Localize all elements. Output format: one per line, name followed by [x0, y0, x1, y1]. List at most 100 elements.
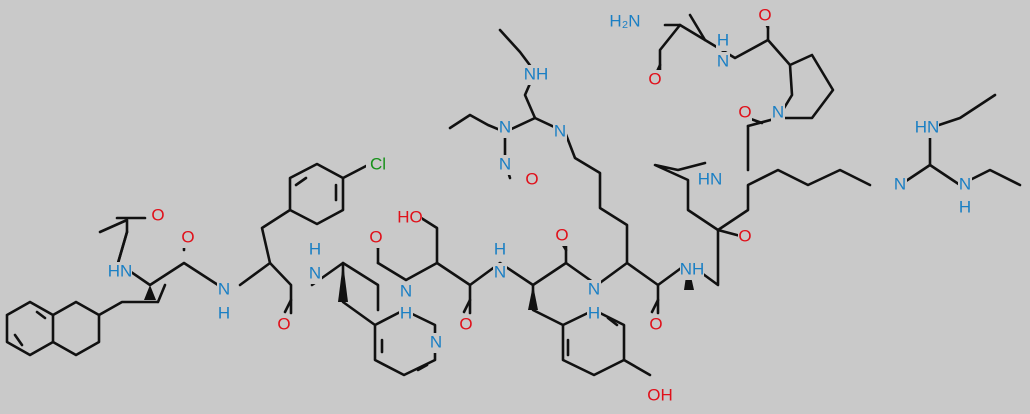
atom-label-nh-cpa-H: H — [218, 303, 230, 322]
atom-label-cpa-CO-O: O — [277, 314, 290, 333]
atom-label-nh-hlys-N: N — [588, 279, 600, 298]
double-bond-line — [650, 298, 660, 314]
bond-line — [448, 113, 537, 134]
atom-label-background — [181, 228, 195, 248]
stereo-wedge — [338, 263, 348, 302]
double-bond-line — [35, 310, 47, 320]
bond-line — [51, 300, 101, 357]
double-bond-line — [462, 298, 472, 314]
atom-label-background — [608, 12, 642, 32]
atom-label-ser-CO-O: O — [459, 314, 472, 333]
atom-label-background — [958, 198, 972, 218]
atom-label-nh-hlys-H: H — [588, 303, 600, 322]
atom-label-nh-leu: NH — [680, 259, 705, 278]
bond-line — [468, 261, 626, 377]
atom-label-background — [758, 6, 772, 26]
atom-label-background — [553, 122, 567, 142]
atom-label-background — [429, 333, 443, 353]
bond-line — [5, 300, 55, 357]
atom-label-background — [648, 70, 662, 90]
stereo-wedge — [528, 285, 538, 310]
atom-label-background — [716, 31, 730, 51]
atom-label-gua1-N: N — [554, 121, 566, 140]
atom-label-background — [738, 227, 752, 247]
bond-line — [116, 230, 129, 265]
atom-label-background — [587, 280, 601, 300]
atom-label-nh-cpa-N: N — [218, 279, 230, 298]
double-bond-line — [13, 333, 24, 347]
atom-label-background — [217, 280, 231, 300]
atom-label-pyridine-N: N — [430, 332, 442, 351]
atom-label-gua1-N-nitroso: N — [499, 117, 511, 136]
atom-label-background — [958, 175, 972, 195]
atom-label-gua2-N2-H: H — [959, 197, 971, 216]
atom-label-h2n: H₂N — [609, 11, 640, 30]
atom-label-background — [738, 103, 752, 123]
atom-label-background — [771, 103, 785, 123]
atom-label-nh-ser-N: N — [400, 281, 412, 300]
atom-label-nh-ala: N — [717, 51, 729, 70]
atom-label-acetyl-NH: HN — [108, 261, 133, 280]
atom-label-background — [217, 304, 231, 324]
atom-label-pro-N: N — [772, 102, 784, 121]
double-bond-line — [294, 176, 308, 187]
atom-label-nh-pal-H: H — [309, 239, 321, 258]
bond-line — [376, 261, 472, 315]
atom-label-background — [369, 228, 383, 248]
bond-line — [716, 168, 872, 232]
atom-label-leu-CO-O: O — [738, 226, 751, 245]
atom-label-tyr-OH: OH — [647, 385, 673, 404]
bond-line — [97, 283, 167, 317]
atom-label-pal-CO-O: O — [369, 227, 382, 246]
atom-label-background — [308, 264, 322, 284]
atom-label-background — [459, 315, 473, 335]
bond-line — [622, 358, 652, 377]
atom-label-nh-tyr-N: N — [494, 262, 506, 281]
atom-label-nh-ala-H: H — [717, 30, 729, 49]
atom-label-acetyl-O: O — [151, 205, 164, 224]
atom-label-background — [493, 240, 507, 260]
atom-label-background — [399, 304, 413, 324]
atom-label-background — [893, 175, 907, 195]
atom-label-gua2-N: N — [894, 174, 906, 193]
atom-label-background — [698, 170, 722, 190]
atom-label-background — [493, 263, 507, 283]
atom-label-hlys-CO-O: O — [649, 314, 662, 333]
atom-label-background — [524, 65, 548, 85]
atom-label-background — [277, 315, 291, 335]
atom-label-gua1-NH: NH — [524, 64, 549, 83]
atom-label-background — [151, 206, 165, 226]
atom-label-background — [498, 155, 512, 175]
atom-label-nitroso-O: O — [525, 169, 538, 188]
double-bond-line — [416, 363, 429, 372]
bond-line — [928, 93, 997, 167]
atom-label-background — [108, 262, 132, 282]
double-bond-line — [283, 298, 293, 314]
atom-label-nh-tyr-H: H — [494, 239, 506, 258]
atom-label-ala-CO-O: O — [648, 69, 661, 88]
atom-label-background — [399, 282, 413, 302]
atom-label-cl: Cl — [370, 154, 386, 173]
atom-label-background — [587, 304, 601, 324]
atom-label-nal-CO-O: O — [181, 227, 194, 246]
atom-label-background — [308, 240, 322, 260]
atom-label-harg-CO-O: O — [738, 102, 751, 121]
atom-label-background — [915, 118, 939, 138]
atom-label-background — [680, 260, 704, 280]
atom-label-background — [648, 386, 672, 406]
atom-label-gua2-HN: HN — [915, 117, 940, 136]
atom-label-background — [366, 155, 390, 175]
atom-label-gua2-N2: N — [959, 174, 971, 193]
bond-line — [341, 163, 370, 180]
double-bond-line — [606, 316, 619, 327]
atom-label-nh-pal-N: N — [309, 263, 321, 282]
bond-line — [416, 214, 439, 265]
atom-label-pro-CO-O: O — [758, 5, 771, 24]
atom-label-background — [525, 170, 539, 190]
bond-line — [310, 261, 380, 312]
atom-label-background — [555, 226, 569, 246]
bond-line — [531, 238, 568, 287]
atom-label-background — [398, 208, 422, 228]
